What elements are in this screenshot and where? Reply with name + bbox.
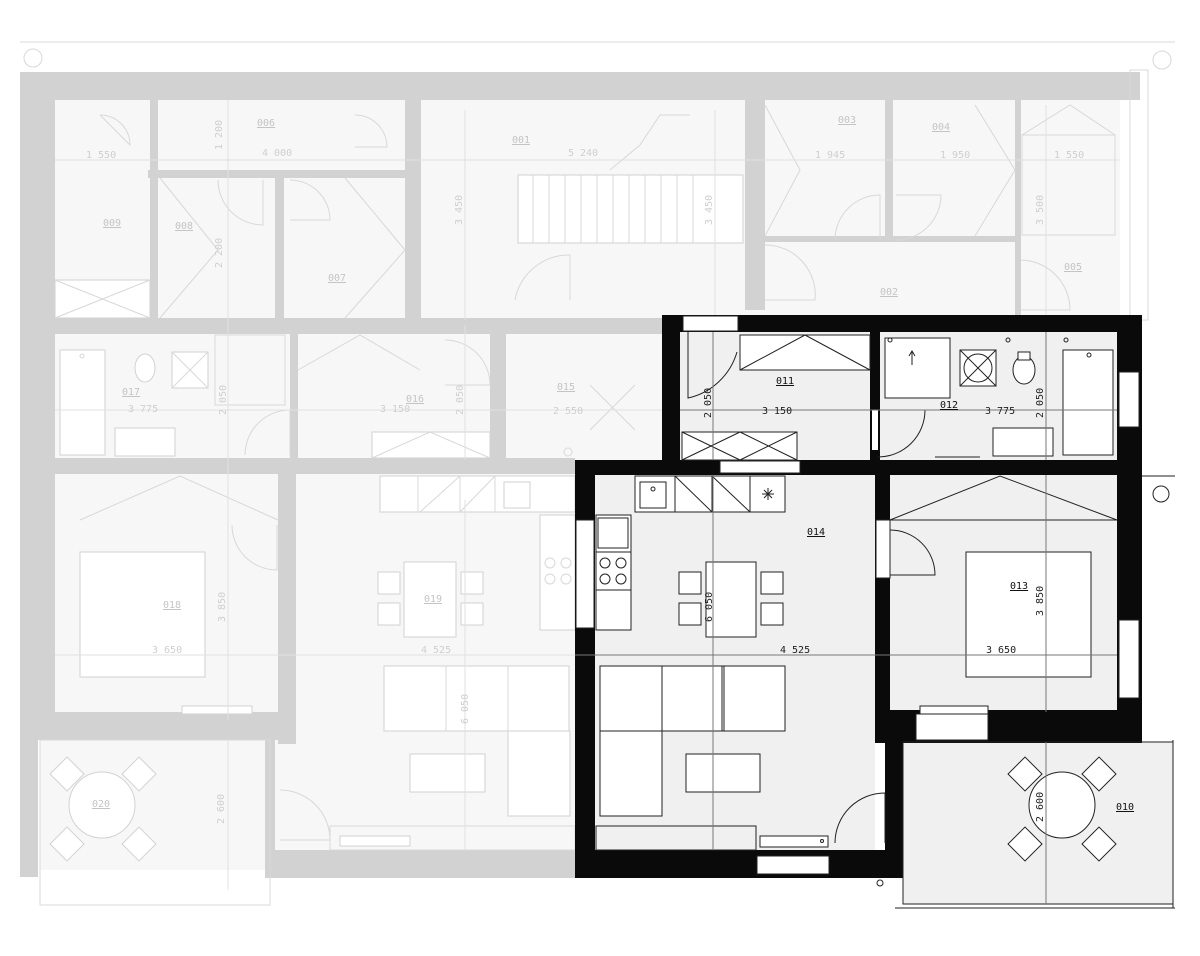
room-label-002: 002 xyxy=(880,287,898,298)
dimension-label: 3 775 xyxy=(985,406,1015,417)
room-label-018: 018 xyxy=(163,600,181,611)
dimension-label: 1 945 xyxy=(815,150,845,161)
dimension-label: 4 525 xyxy=(780,645,810,656)
dimension-label: 2 050 xyxy=(218,385,229,415)
room-label-010: 010 xyxy=(1116,802,1134,813)
dimension-label: 4 000 xyxy=(262,148,292,159)
dimension-label: 2 600 xyxy=(1035,792,1046,822)
dimension-label: 3 650 xyxy=(986,645,1016,656)
dimension-label: 1 550 xyxy=(1054,150,1084,161)
dimension-label: 6 050 xyxy=(704,592,715,622)
dimension-label: 3 150 xyxy=(762,406,792,417)
room-label-017: 017 xyxy=(122,387,140,398)
stair-icon xyxy=(517,114,744,244)
room-label-020: 020 xyxy=(92,799,110,810)
active-apartment xyxy=(575,315,1175,909)
dimension-label: 2 050 xyxy=(703,388,714,418)
dimension-label: 4 525 xyxy=(421,645,451,656)
room-label-004: 004 xyxy=(932,122,950,133)
room-label-007: 007 xyxy=(328,273,346,284)
dimension-label: 2 600 xyxy=(216,794,227,824)
room-labels: 001 002 003 004 005 006 007 008 009 010 … xyxy=(92,115,1134,813)
room-label-001: 001 xyxy=(512,135,530,146)
dimension-label: 3 850 xyxy=(217,592,228,622)
dimension-label: 3 450 xyxy=(454,195,465,225)
asterisk-icon xyxy=(762,488,774,500)
room-label-012: 012 xyxy=(940,400,958,411)
room-label-009: 009 xyxy=(103,218,121,229)
dimension-label: 2 050 xyxy=(455,385,466,415)
dimension-label: 1 200 xyxy=(214,120,225,150)
dimension-label: 2 550 xyxy=(553,406,583,417)
dimension-label: 3 850 xyxy=(1035,586,1046,616)
dimension-label: 6 050 xyxy=(460,694,471,724)
dimension-label: 1 950 xyxy=(940,150,970,161)
dimension-label: 3 150 xyxy=(380,404,410,415)
room-label-014: 014 xyxy=(807,527,825,538)
room-label-016: 016 xyxy=(406,394,424,405)
dimension-label: 3 500 xyxy=(1035,195,1046,225)
room-label-003: 003 xyxy=(838,115,856,126)
room-label-005: 005 xyxy=(1064,262,1082,273)
room-label-019: 019 xyxy=(424,594,442,605)
room-label-006: 006 xyxy=(257,118,275,129)
dimension-label: 1 550 xyxy=(86,150,116,161)
dimension-label: 3 650 xyxy=(152,645,182,656)
dimension-label: 2 200 xyxy=(214,238,225,268)
dimension-label: 2 050 xyxy=(1035,388,1046,418)
dimension-label: 5 240 xyxy=(568,148,598,159)
dimension-labels: 1 550 4 000 1 200 5 240 1 945 1 950 1 55… xyxy=(86,120,1084,824)
inactive-floor-area xyxy=(20,41,1175,906)
dimension-label: 3 775 xyxy=(128,404,158,415)
dimension-label: 3 450 xyxy=(704,195,715,225)
room-label-011: 011 xyxy=(776,376,794,387)
room-label-008: 008 xyxy=(175,221,193,232)
room-label-015: 015 xyxy=(557,382,575,393)
room-label-013: 013 xyxy=(1010,581,1028,592)
